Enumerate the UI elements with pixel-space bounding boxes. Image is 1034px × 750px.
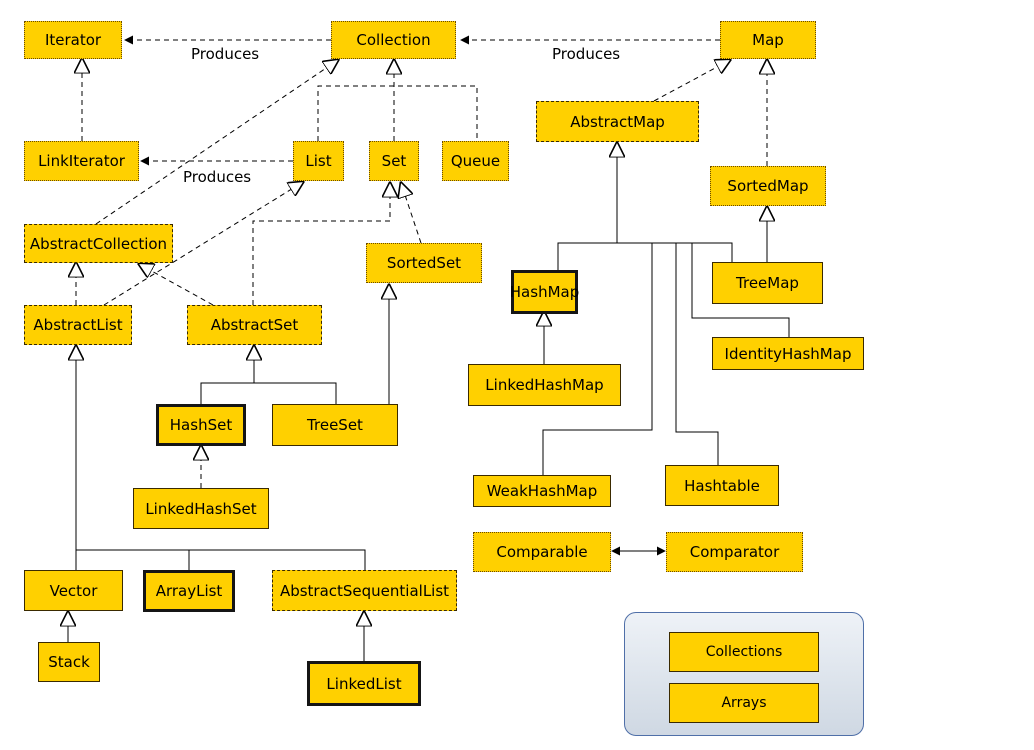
edge-sortedset-set	[401, 183, 422, 244]
node-weakhashmap[interactable]: WeakHashMap	[473, 475, 611, 507]
edge-abstractlist-list	[103, 182, 303, 306]
node-set[interactable]: Set	[369, 141, 419, 181]
node-map[interactable]: Map	[720, 21, 816, 59]
node-hashmap[interactable]: HashMap	[510, 270, 579, 314]
node-abstractset[interactable]: AbstractSet	[187, 305, 322, 345]
node-abstractlist[interactable]: AbstractList	[24, 305, 132, 345]
node-sortedmap[interactable]: SortedMap	[710, 166, 826, 206]
node-hashtable[interactable]: Hashtable	[665, 465, 779, 506]
produces-label-map: Produces	[552, 45, 621, 63]
node-comparable[interactable]: Comparable	[473, 532, 611, 572]
node-queue[interactable]: Queue	[442, 141, 509, 181]
node-arraylist[interactable]: ArrayList	[143, 570, 235, 612]
node-collections[interactable]: Collections	[669, 632, 819, 672]
node-abstractsequentiallist[interactable]: AbstractSequentialList	[272, 570, 457, 611]
edge-abstractcollection-collection	[95, 60, 338, 225]
edge-treeset-sortedset	[389, 285, 398, 422]
edge-abstractmap-map	[653, 60, 730, 102]
node-stack[interactable]: Stack	[38, 642, 100, 682]
node-linkedlist[interactable]: LinkedList	[307, 661, 421, 706]
edge-abstractset-abstractcollection	[139, 264, 214, 306]
node-linkedhashset[interactable]: LinkedHashSet	[133, 488, 269, 529]
node-hashset[interactable]: HashSet	[156, 404, 246, 446]
produces-label-iterator: Produces	[191, 45, 260, 63]
node-linkiterator[interactable]: LinkIterator	[24, 141, 139, 181]
node-arrays[interactable]: Arrays	[669, 683, 819, 723]
node-iterator[interactable]: Iterator	[24, 21, 122, 59]
node-collection[interactable]: Collection	[331, 21, 456, 59]
node-sortedset[interactable]: SortedSet	[366, 243, 482, 283]
node-identityhashmap[interactable]: IdentityHashMap	[712, 337, 864, 370]
node-abstractcollection[interactable]: AbstractCollection	[24, 224, 173, 263]
node-comparator[interactable]: Comparator	[666, 532, 803, 572]
produces-label-linkiterator: Produces	[183, 168, 252, 186]
node-vector[interactable]: Vector	[24, 570, 123, 611]
node-treemap[interactable]: TreeMap	[712, 262, 823, 304]
edge-lists-abstractlist	[76, 346, 366, 570]
node-linkedhashmap[interactable]: LinkedHashMap	[468, 364, 621, 406]
node-abstractmap[interactable]: AbstractMap	[536, 101, 699, 142]
edge-map-implementations-abstractmap	[542, 143, 790, 475]
edge-list-set-queue-collection	[317, 60, 478, 141]
node-treeset[interactable]: TreeSet	[272, 404, 398, 446]
edge-hashset-treeset-abstractset	[200, 346, 337, 404]
node-list[interactable]: List	[293, 141, 344, 181]
